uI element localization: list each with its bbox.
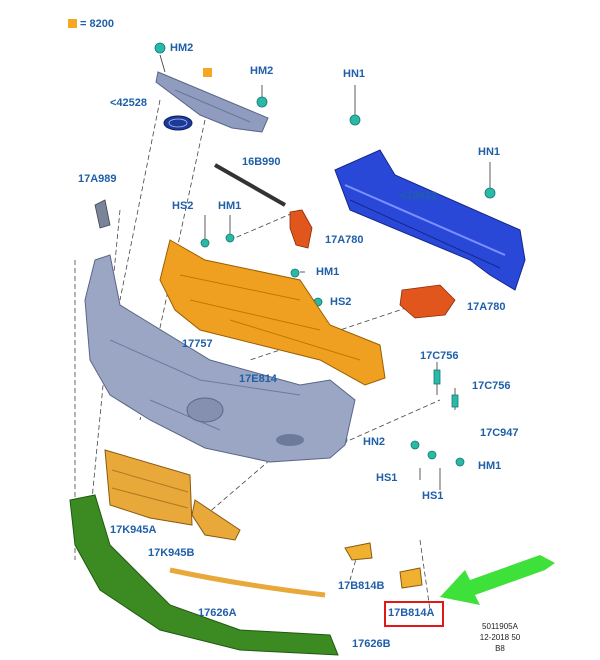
fastener-hm1-left (225, 233, 235, 243)
bumper-reinforcement (334, 149, 526, 291)
fastener-hs2-left (200, 238, 210, 248)
label-hn1-left: HN1 (343, 68, 366, 80)
label-reinforcement: <10922 (400, 190, 438, 202)
label-hs1-a: HS1 (376, 472, 398, 484)
label-hn2: HN2 (363, 436, 386, 448)
footer-line1: 5011905A (482, 622, 518, 631)
label-hm1-mid: HM1 (316, 266, 340, 278)
label-17a780-a: 17A780 (325, 234, 364, 246)
label-hs2-left: HS2 (172, 200, 194, 212)
label-17c756-b: 17C756 (472, 380, 511, 392)
label-17626b: 17626B (352, 638, 391, 650)
label-17k945b: 17K945B (148, 547, 195, 559)
bracket-17a780-left (289, 209, 313, 249)
lower-grille-17k945b (191, 499, 241, 541)
fastener-hm1-mid (290, 268, 300, 278)
label-strip: 16B990 (242, 156, 281, 168)
fastener-hn1-right (484, 187, 496, 199)
label-hm1-right: HM1 (478, 460, 502, 472)
label-hm2-mid: HM2 (250, 65, 274, 77)
label-17a989: 17A989 (78, 173, 117, 185)
bezel-17b814b (344, 542, 373, 561)
fastener-hm1-right (455, 457, 465, 467)
upper-grille (155, 71, 269, 133)
strip-17626a (169, 567, 326, 598)
clip-17c756-b (451, 394, 459, 408)
label-hm2-top: HM2 (170, 42, 194, 54)
label-17e814: 17E814 (239, 373, 277, 385)
fastener-hm2-top (154, 42, 166, 54)
strip-16b990 (214, 163, 286, 207)
legend-marker (68, 19, 77, 28)
bracket-17a989 (94, 199, 111, 229)
label-hs2-mid: HS2 (330, 296, 352, 308)
bezel-17b814a (399, 567, 423, 589)
label-17b814a: 17B814A (388, 607, 435, 619)
bumper-cover (84, 254, 356, 463)
label-17a780-b: 17A780 (467, 301, 506, 313)
ford-emblem (163, 115, 193, 131)
fastener-hs1-b (427, 450, 437, 460)
lower-grille-17k945a (104, 449, 193, 526)
bracket-17a780-right (399, 284, 456, 319)
energy-absorber (159, 239, 386, 386)
label-17757: 17757 (182, 338, 213, 350)
label-17c756-a: 17C756 (420, 350, 459, 362)
fastener-hn1-left (349, 114, 361, 126)
fastener-hs1-a (410, 440, 420, 450)
label-17626a: 17626A (198, 607, 237, 619)
label-17k945a: 17K945A (110, 524, 157, 536)
label-hs1-b: HS1 (422, 490, 444, 502)
fastener-hm2-mid (256, 96, 268, 108)
lip-17626b (69, 494, 339, 656)
label-hm1-left: HM1 (218, 200, 242, 212)
footer-line2: 12-2018 50 (479, 633, 521, 642)
label-17b814b: 17B814B (338, 580, 385, 592)
clip-17c756-a (433, 369, 441, 385)
label-17c947: 17C947 (480, 427, 519, 439)
highlight-box (384, 601, 444, 627)
pointer-arrow (440, 555, 555, 605)
footer-line3: B8 (495, 644, 505, 653)
legend-text: = 8200 (80, 18, 114, 30)
label-emblem: <42528 (110, 97, 148, 109)
label-hn1-right: HN1 (478, 146, 501, 158)
